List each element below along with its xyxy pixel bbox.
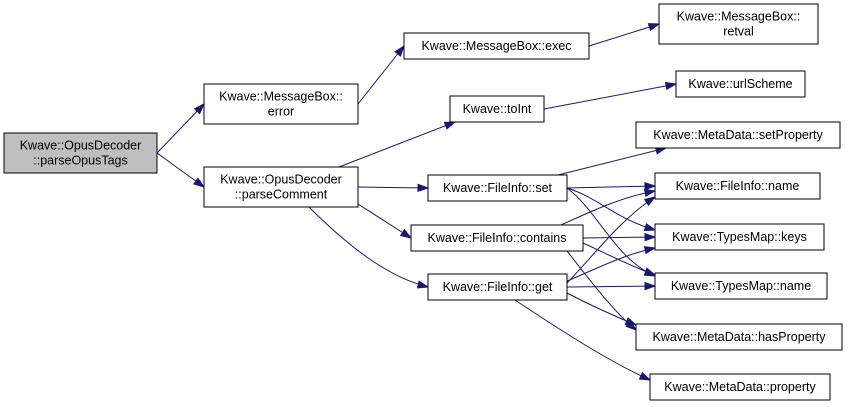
node-label: Kwave::TypesMap::name: [671, 279, 811, 293]
edge-mb-exec-to-mb-retval: [588, 23, 661, 47]
edge-fi-get-to-tm-name: [566, 281, 657, 291]
node-label: Kwave::MetaData::setProperty: [653, 128, 823, 142]
node-label: Kwave::OpusDecoder: [220, 173, 342, 187]
node-mb-error[interactable]: Kwave::MessageBox::error: [203, 83, 359, 125]
node-label: Kwave::MetaData::hasProperty: [653, 330, 827, 344]
node-mb-retval[interactable]: Kwave::MessageBox::retval: [658, 3, 819, 45]
node-tm-name[interactable]: Kwave::TypesMap::name: [654, 272, 828, 300]
edge-parse-comment-to-fi-set: [357, 183, 430, 193]
node-md-set-property[interactable]: Kwave::MetaData::setProperty: [635, 121, 841, 149]
edge-parse-opus-tags-to-mb-error: [156, 102, 206, 154]
edge-fi-set-to-fi-name: [566, 182, 657, 191]
node-label: ::parseComment: [235, 188, 328, 202]
node-fi-name[interactable]: Kwave::FileInfo::name: [654, 172, 821, 200]
edge-fi-contains-to-fi-name: [560, 188, 657, 226]
edge-fi-contains-to-tm-name: [582, 242, 657, 276]
edge-parse-opus-tags-to-parse-comment: [156, 152, 206, 188]
node-label: error: [268, 105, 294, 119]
node-tm-keys[interactable]: Kwave::TypesMap::keys: [654, 223, 825, 251]
node-label: Kwave::urlScheme: [688, 77, 792, 91]
node-label: Kwave::FileInfo::contains: [428, 231, 567, 245]
edge-fi-get-to-fi-name: [566, 196, 657, 284]
node-fi-contains[interactable]: Kwave::FileInfo::contains: [410, 224, 584, 252]
node-parse-opus-tags[interactable]: Kwave::OpusDecoder::parseOpusTags: [3, 132, 158, 174]
node-fi-get[interactable]: Kwave::FileInfo::get: [427, 273, 568, 301]
edge-parse-comment-to-fi-get: [308, 206, 430, 289]
edge-mb-error-to-mb-exec: [357, 44, 405, 105]
node-label: Kwave::FileInfo::get: [443, 280, 553, 294]
edges-layer: [156, 23, 678, 381]
node-label: Kwave::TypesMap::keys: [672, 230, 807, 244]
edge-to-int-to-url-scheme: [543, 81, 678, 110]
node-fi-set[interactable]: Kwave::FileInfo::set: [427, 174, 568, 202]
node-mb-exec[interactable]: Kwave::MessageBox::exec: [403, 32, 590, 60]
edge-fi-set-to-tm-keys: [566, 187, 657, 232]
edge-parse-comment-to-fi-contains: [357, 203, 413, 239]
edge-fi-get-to-md-has-property: [566, 292, 638, 326]
node-label: Kwave::MessageBox::exec: [421, 39, 571, 53]
node-md-property[interactable]: Kwave::MetaData::property: [649, 373, 831, 401]
nodes-layer: Kwave::OpusDecoder::parseOpusTagsKwave::…: [3, 3, 843, 401]
edge-fi-set-to-md-set-property: [557, 146, 668, 176]
node-label: Kwave::MetaData::property: [664, 380, 816, 394]
node-md-has-property[interactable]: Kwave::MetaData::hasProperty: [635, 323, 843, 351]
node-label: Kwave::FileInfo::set: [443, 181, 553, 195]
node-parse-comment[interactable]: Kwave::OpusDecoder::parseComment: [203, 166, 359, 208]
edge-fi-get-to-tm-keys: [566, 246, 657, 282]
node-label: Kwave::MessageBox::: [219, 90, 343, 104]
node-label: retval: [723, 25, 754, 39]
node-label: ::parseOpusTags: [33, 154, 128, 168]
node-label: Kwave::FileInfo::name: [676, 179, 800, 193]
node-label: Kwave::toInt: [463, 102, 532, 116]
edge-fi-contains-to-tm-keys: [582, 232, 657, 242]
node-url-scheme[interactable]: Kwave::urlScheme: [675, 70, 806, 98]
edge-parse-comment-to-to-int: [338, 121, 457, 168]
node-label: Kwave::MessageBox::: [677, 10, 801, 24]
edge-fi-get-to-md-property: [514, 299, 652, 381]
node-to-int[interactable]: Kwave::toInt: [449, 95, 545, 123]
node-label: Kwave::OpusDecoder: [20, 139, 142, 153]
